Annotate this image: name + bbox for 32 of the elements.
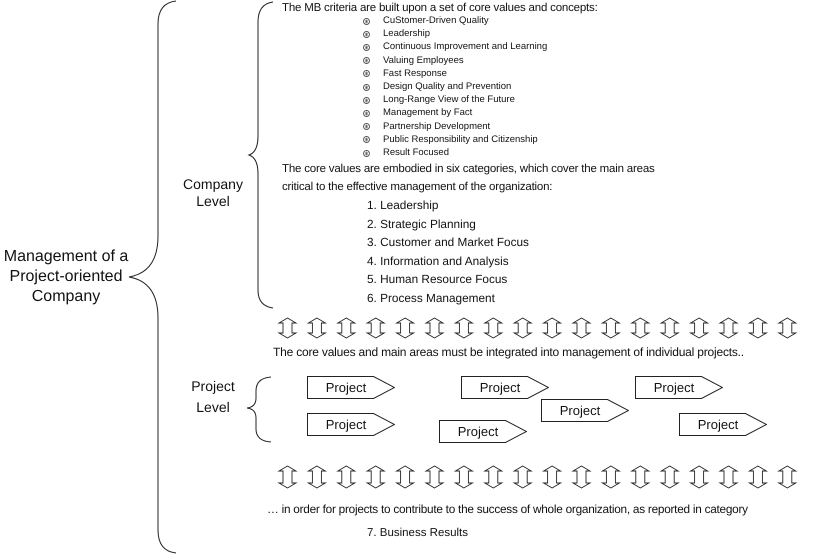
paragraph-text: The core values are embodied in six categories, which cover the main areas critical to the effective management of the organization: — [282, 162, 656, 195]
numbered-item: 7. Business Results — [367, 526, 468, 540]
pentagon-box: Project — [307, 413, 395, 436]
level-heading: Project Level — [190, 377, 236, 417]
numbered-item: 2. Strategic Planning — [367, 216, 476, 231]
pentagon-box: Project — [307, 376, 395, 399]
bullet-item: Leadership — [383, 28, 430, 40]
statement-text: … in order for projects to contribute to the success of whole organization, as reported in category — [267, 502, 748, 517]
numbered-item: 4. Information and Analysis — [367, 254, 509, 268]
bullet-item: Partnership Development — [383, 120, 490, 133]
pentagon-box: Project — [635, 376, 723, 399]
pentagon-box: Project — [439, 420, 527, 443]
pentagon-box: Project — [679, 413, 767, 436]
statement-text: The core values and main areas must be integrated into management of individual projects.. — [273, 345, 744, 360]
bullet-item: Fast Response — [383, 68, 447, 80]
bullet-item: Long-Range View of the Future — [383, 94, 515, 106]
pentagon-box: Project — [541, 399, 629, 422]
bullet-item: Valuing Employees — [383, 54, 464, 67]
topic-heading: Management of a Project-oriented Company — [2, 247, 130, 307]
bullet-item: CuStomer-Driven Quality — [383, 15, 489, 27]
bullet-item: Public Responsibility and Citizenship — [383, 134, 538, 146]
numbered-item: 1. Leadership — [367, 198, 438, 212]
bullet-item: Continuous Improvement and Learning — [383, 41, 548, 54]
bullet-item: Management by Fact — [383, 107, 472, 120]
bullet-item: Result Focused — [383, 147, 450, 159]
level-heading: Company Level — [182, 176, 244, 210]
intro-text: The MB criteria are built upon a set of core values and concepts: — [282, 1, 598, 15]
bullet-item: Design Quality and Prevention — [383, 81, 512, 93]
pentagon-box: Project — [461, 376, 549, 399]
numbered-item: 5. Human Resource Focus — [367, 272, 508, 286]
numbered-item: 6. Process Management — [367, 291, 495, 305]
numbered-item: 3. Customer and Market Focus — [367, 235, 529, 250]
